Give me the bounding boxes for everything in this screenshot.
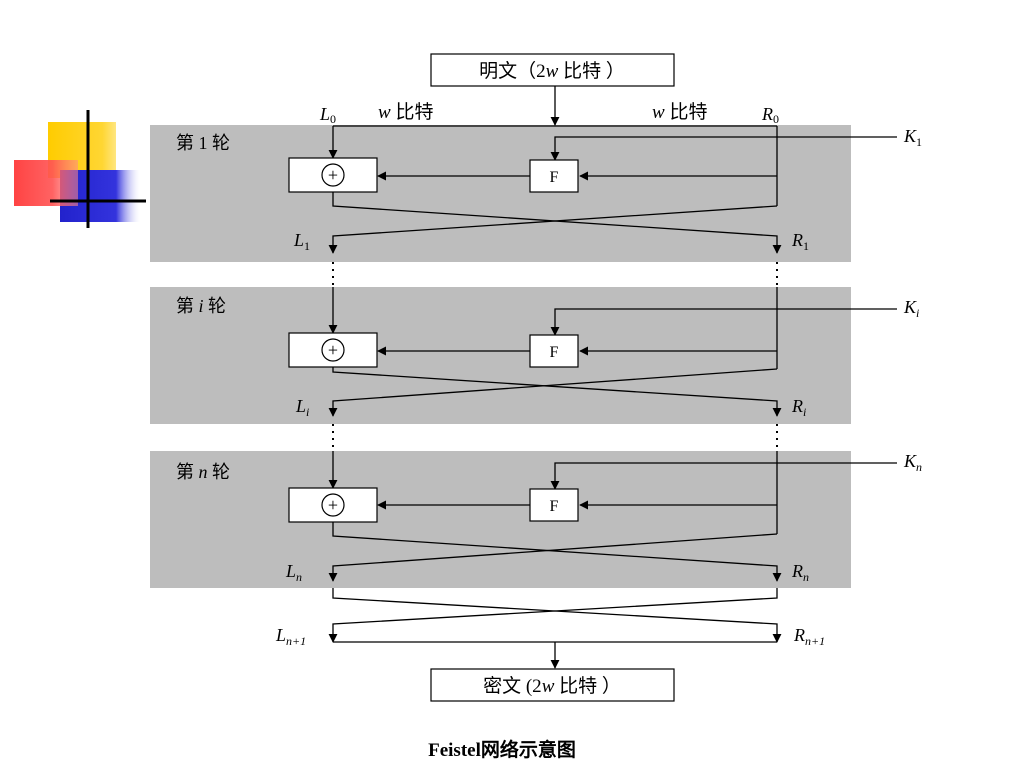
xor-symbol: +: [328, 340, 338, 360]
output-box: [430, 668, 675, 702]
out-left-label: Ln: [285, 561, 302, 584]
f-label: F: [550, 169, 559, 186]
key-label: K1: [903, 126, 922, 149]
out-right-label: Ri: [791, 396, 806, 419]
label-r0: R0: [761, 104, 779, 126]
round-title: 第 i 轮: [176, 296, 226, 316]
round-band-i: [150, 287, 851, 424]
label-right-width: w 比特: [652, 101, 707, 123]
round-title: 第 n 轮: [176, 462, 230, 482]
slide-logo-icon: [14, 110, 146, 228]
label-l0: L0: [319, 104, 336, 126]
xor-icon: [321, 338, 345, 362]
figure-caption: Feistel网络示意图: [428, 738, 576, 761]
xor-symbol: +: [328, 165, 338, 185]
out-left-label: Li: [295, 396, 309, 419]
key-label: Kn: [903, 451, 922, 474]
label-left-width: w 比特: [378, 101, 433, 123]
output-label: 密文 (2w 比特 ）: [483, 675, 621, 697]
out-right-label: R1: [791, 230, 809, 253]
round-band-n: [150, 451, 851, 588]
final-left-label: Ln+1: [275, 625, 306, 648]
final-swap: Ln+1 Rn+1: [275, 588, 825, 669]
final-right-label: Rn+1: [793, 625, 825, 648]
input-box: [430, 53, 675, 87]
round-i: 第 i 轮 Ki F + Li Ri: [176, 287, 919, 419]
f-label: F: [550, 498, 559, 515]
f-box: [529, 488, 579, 522]
round-band-1: [150, 125, 851, 262]
input-label: 明文（2w 比特 ）: [479, 60, 625, 82]
xor-icon: [321, 493, 345, 517]
xor-symbol: +: [328, 495, 338, 515]
round-title: 第 1 轮: [176, 133, 230, 153]
f-label: F: [550, 344, 559, 361]
round-n: 第 n 轮 Kn F + Ln Rn: [176, 451, 922, 584]
round-1: 第 1 轮 K1 F + L1 R1: [176, 125, 922, 254]
key-label: Ki: [903, 297, 919, 320]
xor-icon: [321, 163, 345, 187]
f-box: [529, 159, 579, 193]
out-right-label: Rn: [791, 561, 809, 584]
out-left-label: L1: [293, 230, 310, 253]
